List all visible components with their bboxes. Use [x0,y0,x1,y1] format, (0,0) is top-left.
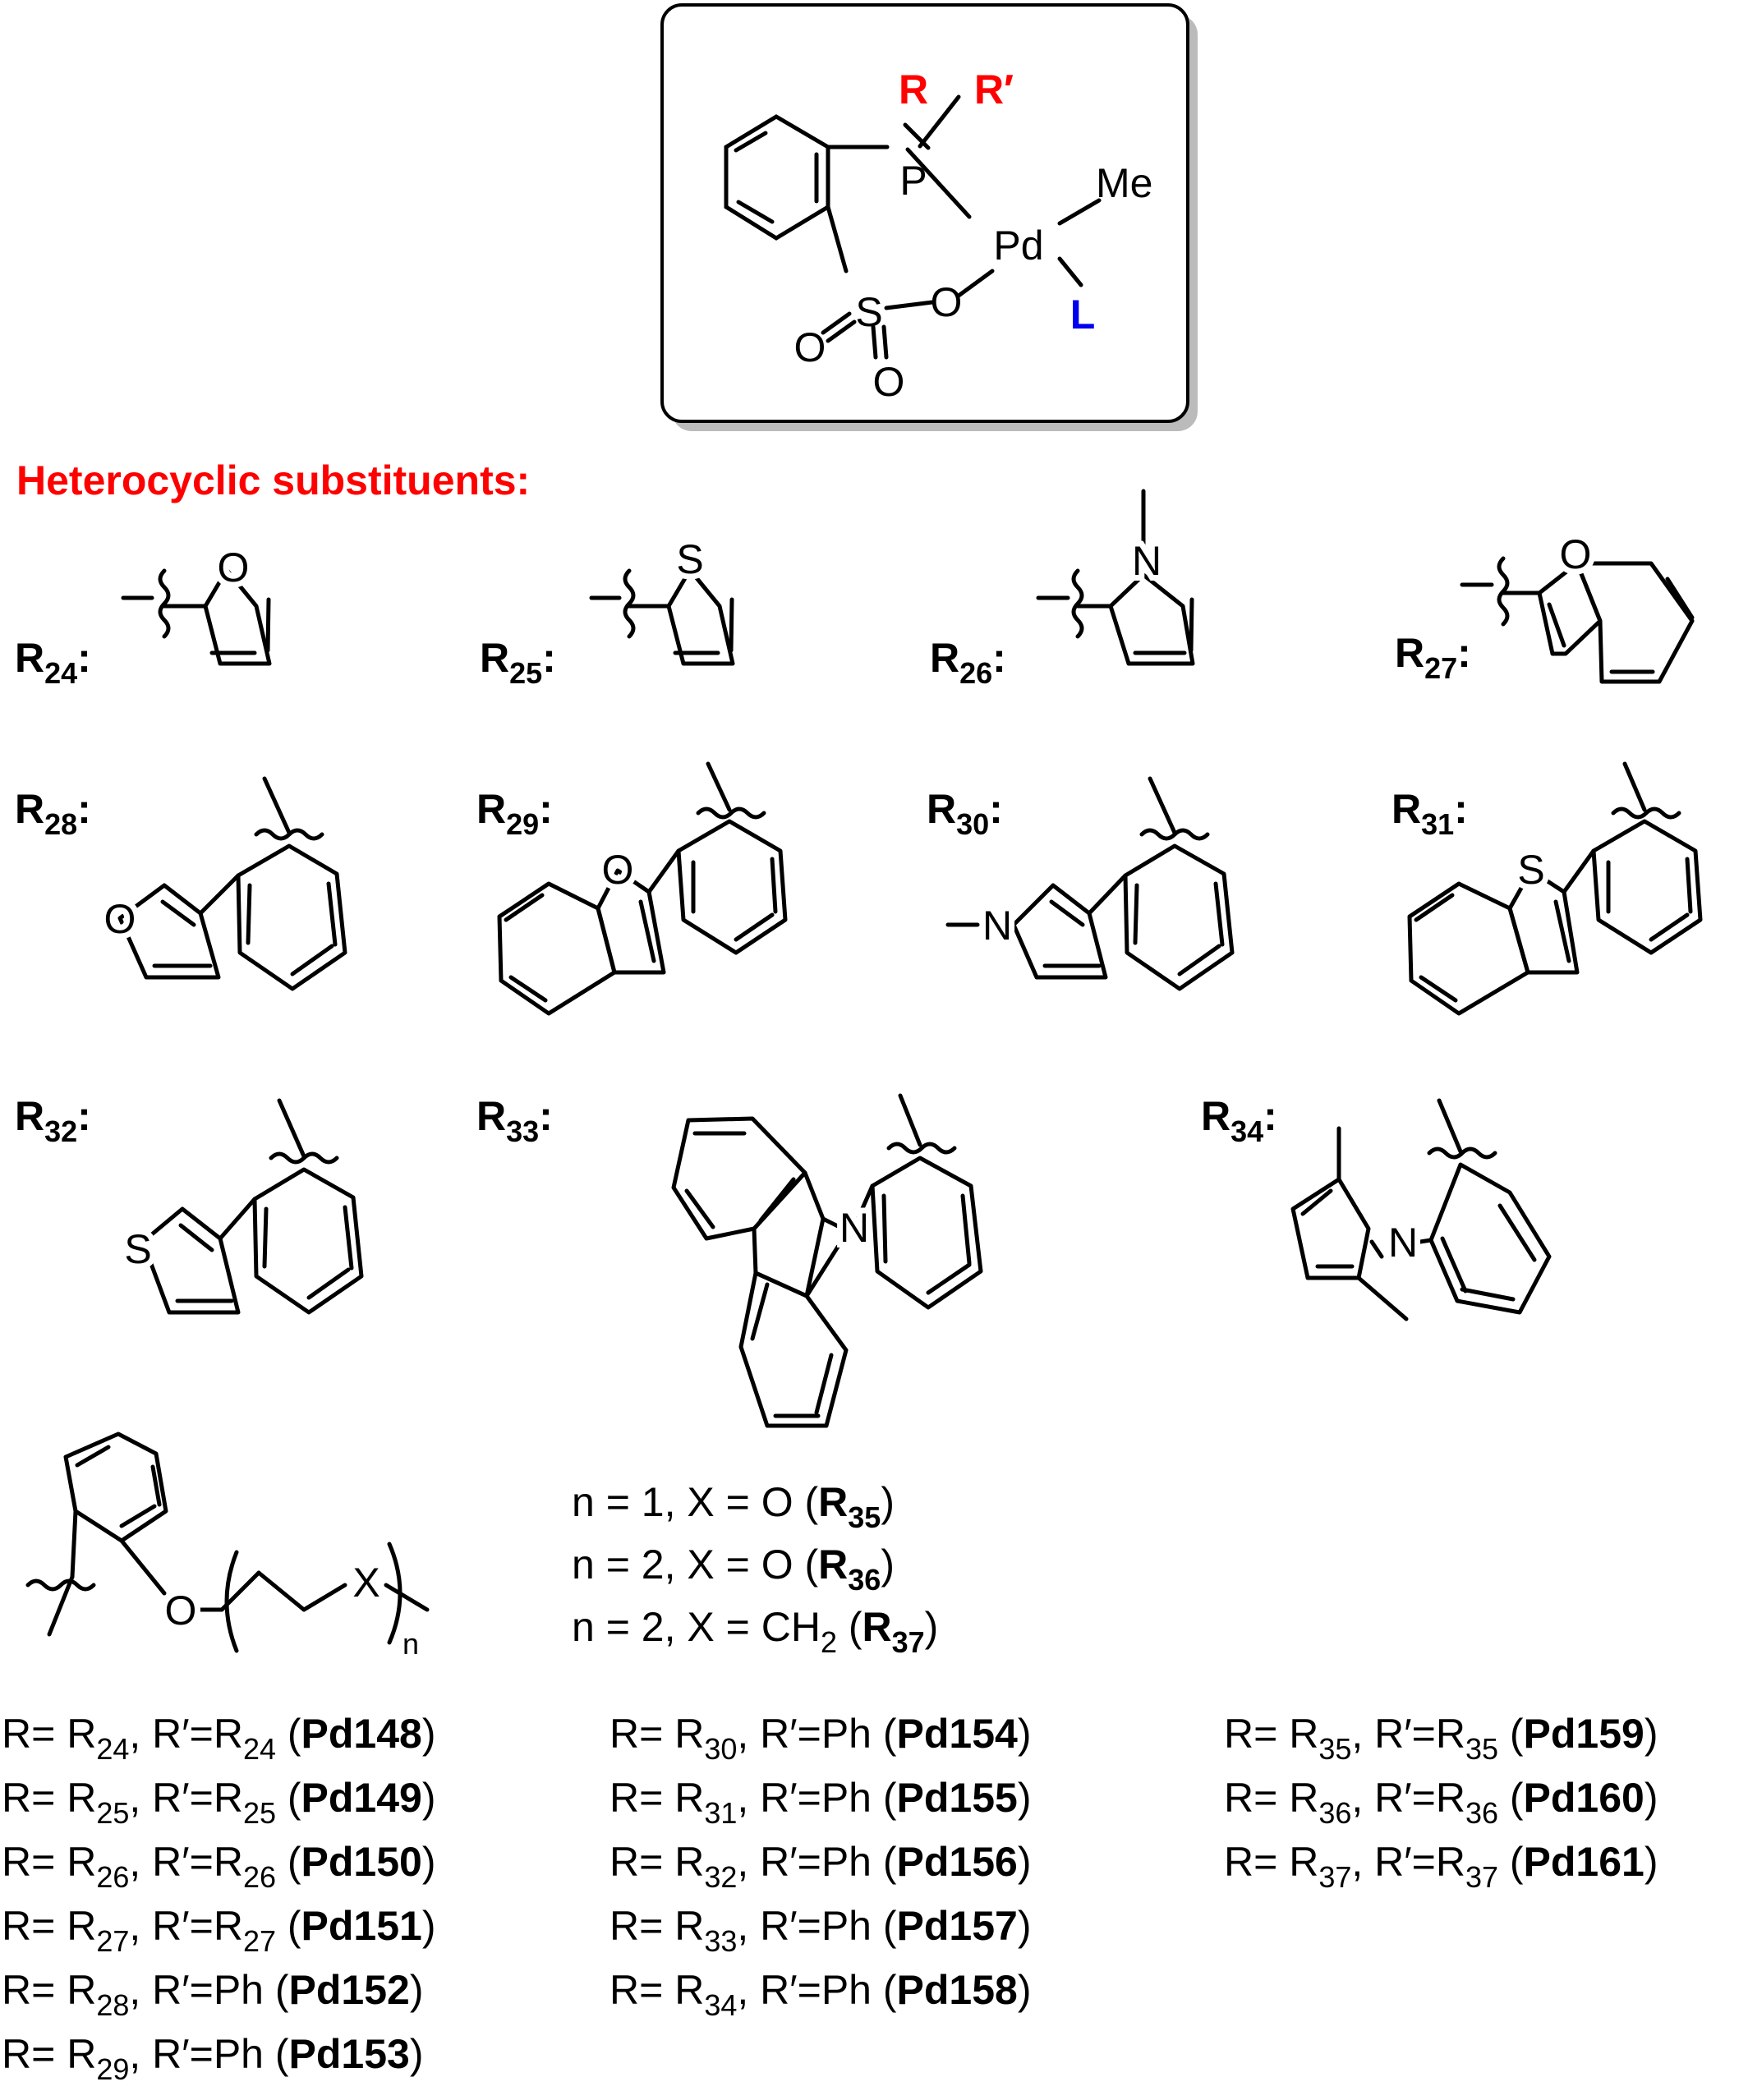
definitions: n = 1, X = O (R35) n = 2, X = O (R36) n … [572,1479,938,1659]
label-R29: R29: [476,786,553,841]
core-label-Me: Me [1096,160,1152,206]
atom-R33-N: N [840,1205,869,1251]
core-bonds [724,94,1102,360]
label-R32: R32: [15,1093,91,1148]
entry-Pd149: R= R25, R′=R25 (Pd149) [2,1775,436,1830]
core-label-S: S [855,289,882,335]
core-complex: R R′ P Me Pd L S O O O [660,3,1198,431]
structure-R29 [497,761,788,1016]
structure-R34 [1290,1098,1552,1321]
entry-Pd152: R= R28, R′=Ph (Pd152) [2,1967,424,2022]
label-R26: R26: [930,635,1006,690]
heading: Heterocyclic substituents: [16,457,530,503]
atom-R25-S: S [676,536,703,582]
subst-labels: R24: R25: R26: R27: R28: R29: R30: R31: … [15,630,1471,1148]
structure-R26 [1036,489,1195,666]
entry-Pd158: R= R34, R′=Ph (Pd158) [610,1967,1032,2022]
atom-R28-O: O [104,896,136,942]
entry-Pd148: R= R24, R′=R24 (Pd148) [2,1711,436,1766]
atom-R24-O: O [218,545,250,590]
structure-R27 [1460,556,1695,684]
entry-Pd153: R= R29, R′=Ph (Pd153) [2,2031,424,2086]
atom-R26-N: N [1132,538,1162,584]
label-R24: R24: [15,635,91,690]
structure-R25 [589,568,735,666]
atom-ether-O: O [165,1588,197,1634]
label-R28: R28: [15,786,91,841]
structure-R28 [117,776,347,991]
core-box [660,3,1189,423]
def-R36: n = 2, X = O (R36) [572,1542,895,1597]
entry-Pd157: R= R33, R′=Ph (Pd157) [610,1903,1032,1958]
core-label-Pd: Pd [993,223,1043,269]
entry-Pd161: R= R37, R′=R37 (Pd161) [1224,1839,1658,1894]
core-label-P: P [899,158,927,204]
entries: R= R24, R′=R24 (Pd148) R= R25, R′=R25 (P… [2,1711,1658,2086]
structures [25,489,1703,1653]
entry-Pd159: R= R35, R′=R35 (Pd159) [1224,1711,1658,1766]
structure-ether [25,1431,430,1653]
atom-ether-X: X [352,1560,380,1606]
label-R30: R30: [927,786,1003,841]
def-R35: n = 1, X = O (R35) [572,1479,895,1534]
core-label-O1: O [794,324,826,370]
atom-ether-n: n [402,1627,419,1661]
entry-Pd160: R= R36, R′=R36 (Pd160) [1224,1775,1658,1830]
structure-R30 [945,776,1235,991]
label-R34: R34: [1201,1093,1277,1148]
core-label-L: L [1070,292,1096,338]
core-label-O-bridge: O [931,279,963,325]
label-R33: R33: [476,1093,553,1148]
atom-R31-S: S [1517,847,1544,893]
entry-Pd154: R= R30, R′=Ph (Pd154) [610,1711,1032,1766]
label-R27: R27: [1395,630,1471,685]
label-R31: R31: [1392,786,1468,841]
structure-R32 [140,1098,364,1315]
atom-R32-S: S [124,1226,151,1272]
def-R37: n = 2, X = CH2 (R37) [572,1604,938,1659]
label-R25: R25: [480,635,556,690]
structure-R31 [1407,761,1703,1016]
entry-Pd150: R= R26, R′=R26 (Pd150) [2,1839,436,1894]
entry-Pd151: R= R27, R′=R27 (Pd151) [2,1903,436,1958]
atom-R27-O: O [1560,531,1592,577]
core-label-R: R [899,67,928,113]
core-label-O2: O [873,359,905,405]
heteroatom-labels: O S N O O O N S S N N O X n [99,526,1598,1661]
atom-R34-N: N [1388,1220,1418,1266]
structure-R24 [121,568,272,666]
atom-R30-N: N [982,903,1012,949]
core-label-R-prime: R′ [974,67,1014,113]
atom-R29-O: O [602,847,634,893]
entry-Pd155: R= R31, R′=Ph (Pd155) [610,1775,1032,1830]
structure-R33 [671,1093,983,1428]
entry-Pd156: R= R32, R′=Ph (Pd156) [610,1839,1032,1894]
